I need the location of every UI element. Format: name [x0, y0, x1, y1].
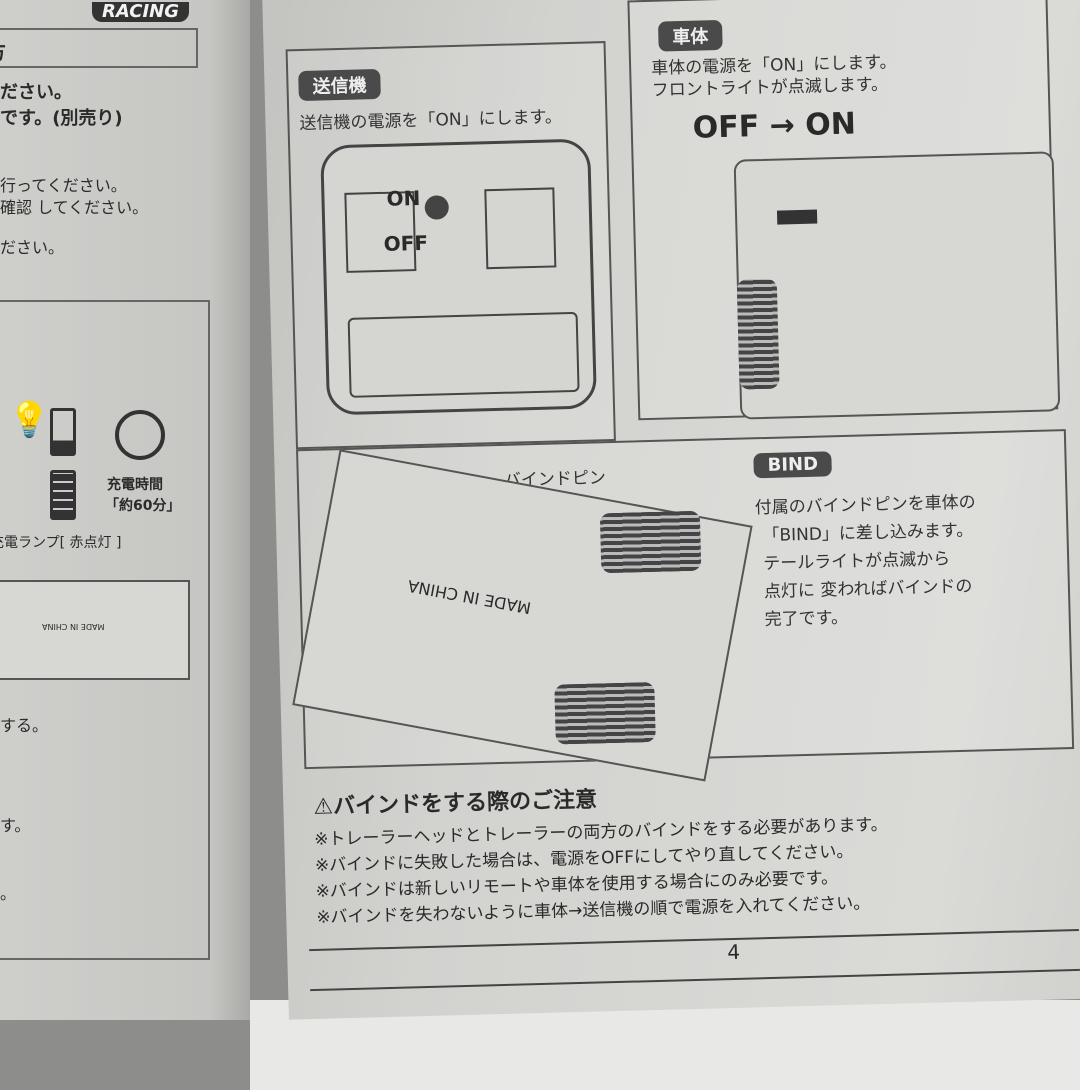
car-marking: MADE IN CHINA [42, 622, 105, 631]
bind-tag: BIND [753, 451, 833, 479]
charge-lamp-label: 充電ランプ[ 赤点灯 ] [0, 535, 122, 551]
text-line: す。 [0, 816, 31, 835]
bind-instruction: 点灯に 変わればバインドの [763, 576, 973, 603]
brand-logo: RACING [92, 2, 189, 22]
text-line: です。(別売り) [0, 108, 123, 129]
text-line: 。 [0, 884, 17, 903]
car-underside-diagram: MADE IN CHINA [292, 449, 753, 782]
lightbulb-icon: 💡 [8, 400, 51, 440]
transmitter-tag: 送信機 [298, 68, 381, 102]
bind-instruction: 完了です。 [764, 607, 849, 631]
caution-title: ⚠バインドをする際のご注意 [313, 782, 597, 821]
wheel [554, 681, 656, 745]
bind-instruction: テールライトが点滅から [762, 549, 951, 575]
caution-title-text: バインドをする際のご注意 [332, 787, 598, 820]
off-label: OFF [383, 230, 429, 256]
text-line: する。 [0, 716, 49, 735]
body-panel: 車体 車体の電源を「ON」にします。 フロントライトが点滅します。 OFF → … [627, 0, 1061, 421]
clock-icon [115, 410, 165, 460]
car-body-diagram [733, 151, 1061, 420]
divider [310, 968, 1080, 992]
power-switch [424, 195, 450, 220]
transmitter-bottom-panel [347, 311, 580, 398]
right-stick [484, 187, 557, 270]
charge-panel [0, 300, 210, 960]
text-line: 確認 してください。 [0, 198, 149, 217]
switch-label: OFF → ON [692, 106, 857, 146]
transmitter-panel: 送信機 送信機の電源を「ON」にします。 ON OFF [285, 41, 616, 450]
left-page: RACING 方 ださい。 です。(別売り) 行ってください。 確認 してくださ… [0, 0, 250, 1020]
text-line: ださい。 [0, 82, 72, 103]
transmitter-instruction: 送信機の電源を「ON」にします。 [299, 107, 563, 135]
right-page: 送信機 送信機の電源を「ON」にします。 ON OFF 車体 車体の電源を「ON… [262, 0, 1080, 1020]
body-tag: 車体 [657, 19, 723, 52]
power-switch [776, 209, 818, 225]
page-number: 4 [727, 939, 741, 965]
bind-instruction: 付属のバインドピンを車体の [754, 492, 976, 519]
battery-full-icon [50, 470, 76, 520]
text-line: 行ってください。 [0, 176, 127, 195]
on-label: ON [386, 185, 421, 211]
charge-time-value: 「約60分」 [105, 498, 181, 514]
charge-time-label: 充電時間 [107, 477, 163, 493]
body-instruction: フロントライトが点滅します。 [651, 74, 889, 101]
bind-instruction: 「BIND」に差し込みます。 [762, 520, 974, 547]
warning-icon: ⚠ [313, 794, 334, 820]
battery-charging-icon [50, 408, 76, 456]
divider [309, 928, 1079, 952]
section-title: 方 [0, 28, 198, 68]
bind-panel: BIND バインドピン MADE IN CHINA 付属のバインドピンを車体の … [292, 429, 1075, 782]
text-line: ださい。 [0, 238, 65, 257]
car-diagram: MADE IN CHINA [0, 580, 190, 680]
wheel [736, 278, 780, 390]
transmitter-diagram: ON OFF [320, 138, 598, 416]
wheel [599, 510, 702, 574]
car-marking: MADE IN CHINA [406, 576, 533, 618]
